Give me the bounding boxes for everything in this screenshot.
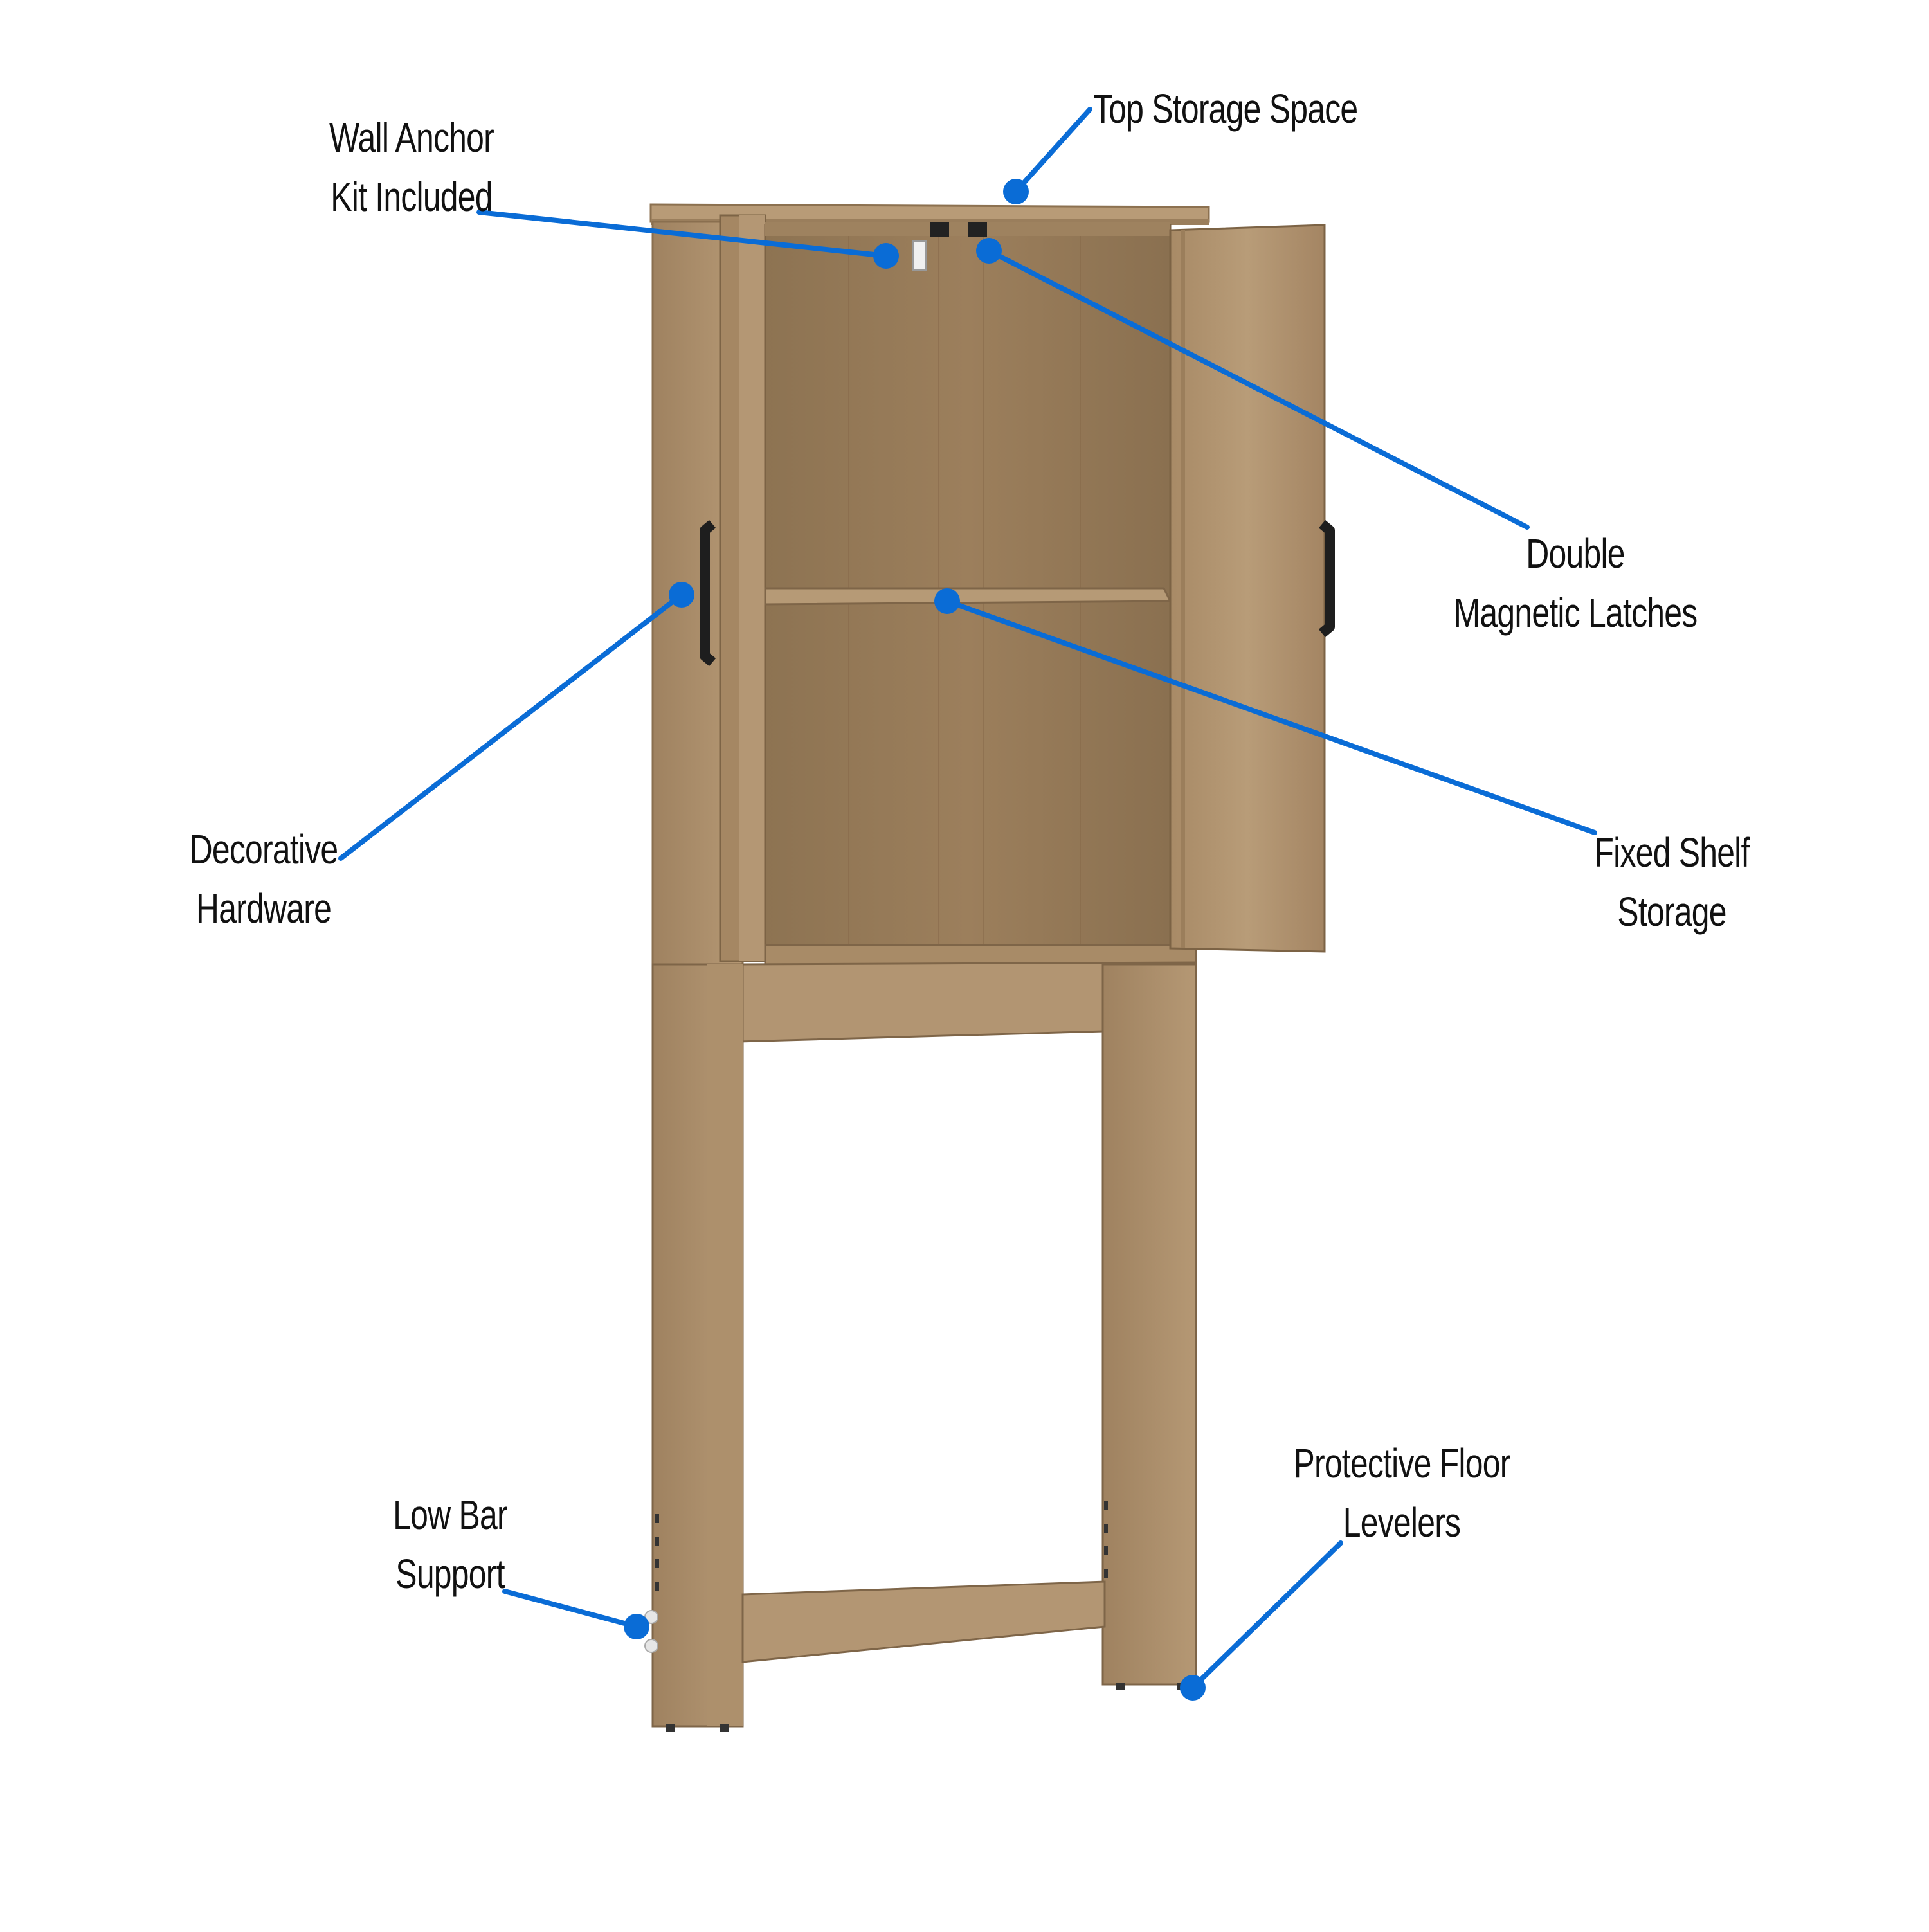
label-low-bar-support: Low Bar Support: [393, 1492, 507, 1597]
label-fixed-shelf-storage: Fixed Shelf Storage: [1594, 829, 1750, 935]
callout-dot-fixed-shelf-storage: [934, 588, 960, 614]
label-protective-floor-levelers: Protective Floor Levelers: [1293, 1440, 1510, 1546]
callout-dot-protective-floor-levelers: [1180, 1675, 1206, 1701]
right-door-handle: [1318, 519, 1335, 638]
leader-line-decorative-hardware: [338, 592, 684, 861]
magnetic-latch-left: [930, 222, 949, 237]
leader-line-double-magnetic-latches: [986, 248, 1530, 530]
leader-line-fixed-shelf-storage: [945, 599, 1597, 835]
label-double-magnetic-latches: Double Magnetic Latches: [1453, 530, 1698, 636]
left-leg-front: [707, 964, 743, 1726]
floor-leveler: [666, 1724, 675, 1732]
label-top-storage-space: Top Storage Space: [1093, 86, 1358, 132]
callout-dot-low-bar-support: [624, 1614, 649, 1639]
floor-leveler: [720, 1724, 729, 1732]
left-door-handle: [700, 519, 716, 667]
right-leg-holes: [1104, 1501, 1108, 1578]
low-bar: [741, 1580, 1106, 1663]
label-decorative-hardware: Decorative Hardware: [189, 826, 339, 932]
callout-dot-decorative-hardware: [669, 582, 694, 608]
magnetic-latch-right: [968, 222, 987, 237]
leader-line-protective-floor-levelers: [1190, 1540, 1343, 1690]
leader-line-wall-anchor-kit: [476, 210, 889, 258]
low-bar-connector: [644, 1639, 658, 1653]
callout-dot-top-storage-space: [1003, 179, 1029, 204]
leader-line-low-bar-support: [502, 1589, 639, 1629]
callout-dot-wall-anchor-kit: [873, 243, 899, 269]
callout-dot-double-magnetic-latches: [976, 238, 1002, 264]
leader-line-top-storage-space: [1013, 107, 1092, 194]
floor-leveler: [1116, 1683, 1125, 1690]
label-wall-anchor-kit: Wall Anchor Kit Included: [329, 114, 494, 220]
cabinet-bottom: [764, 944, 1197, 966]
right-leg: [1101, 963, 1197, 1686]
right-door: [1169, 224, 1326, 953]
left-leg-holes: [655, 1514, 659, 1591]
callout-lines: [338, 107, 1597, 1701]
fixed-shelf: [764, 587, 1172, 606]
left-door-edge: [739, 215, 765, 961]
wall-anchor-bracket: [912, 240, 927, 271]
